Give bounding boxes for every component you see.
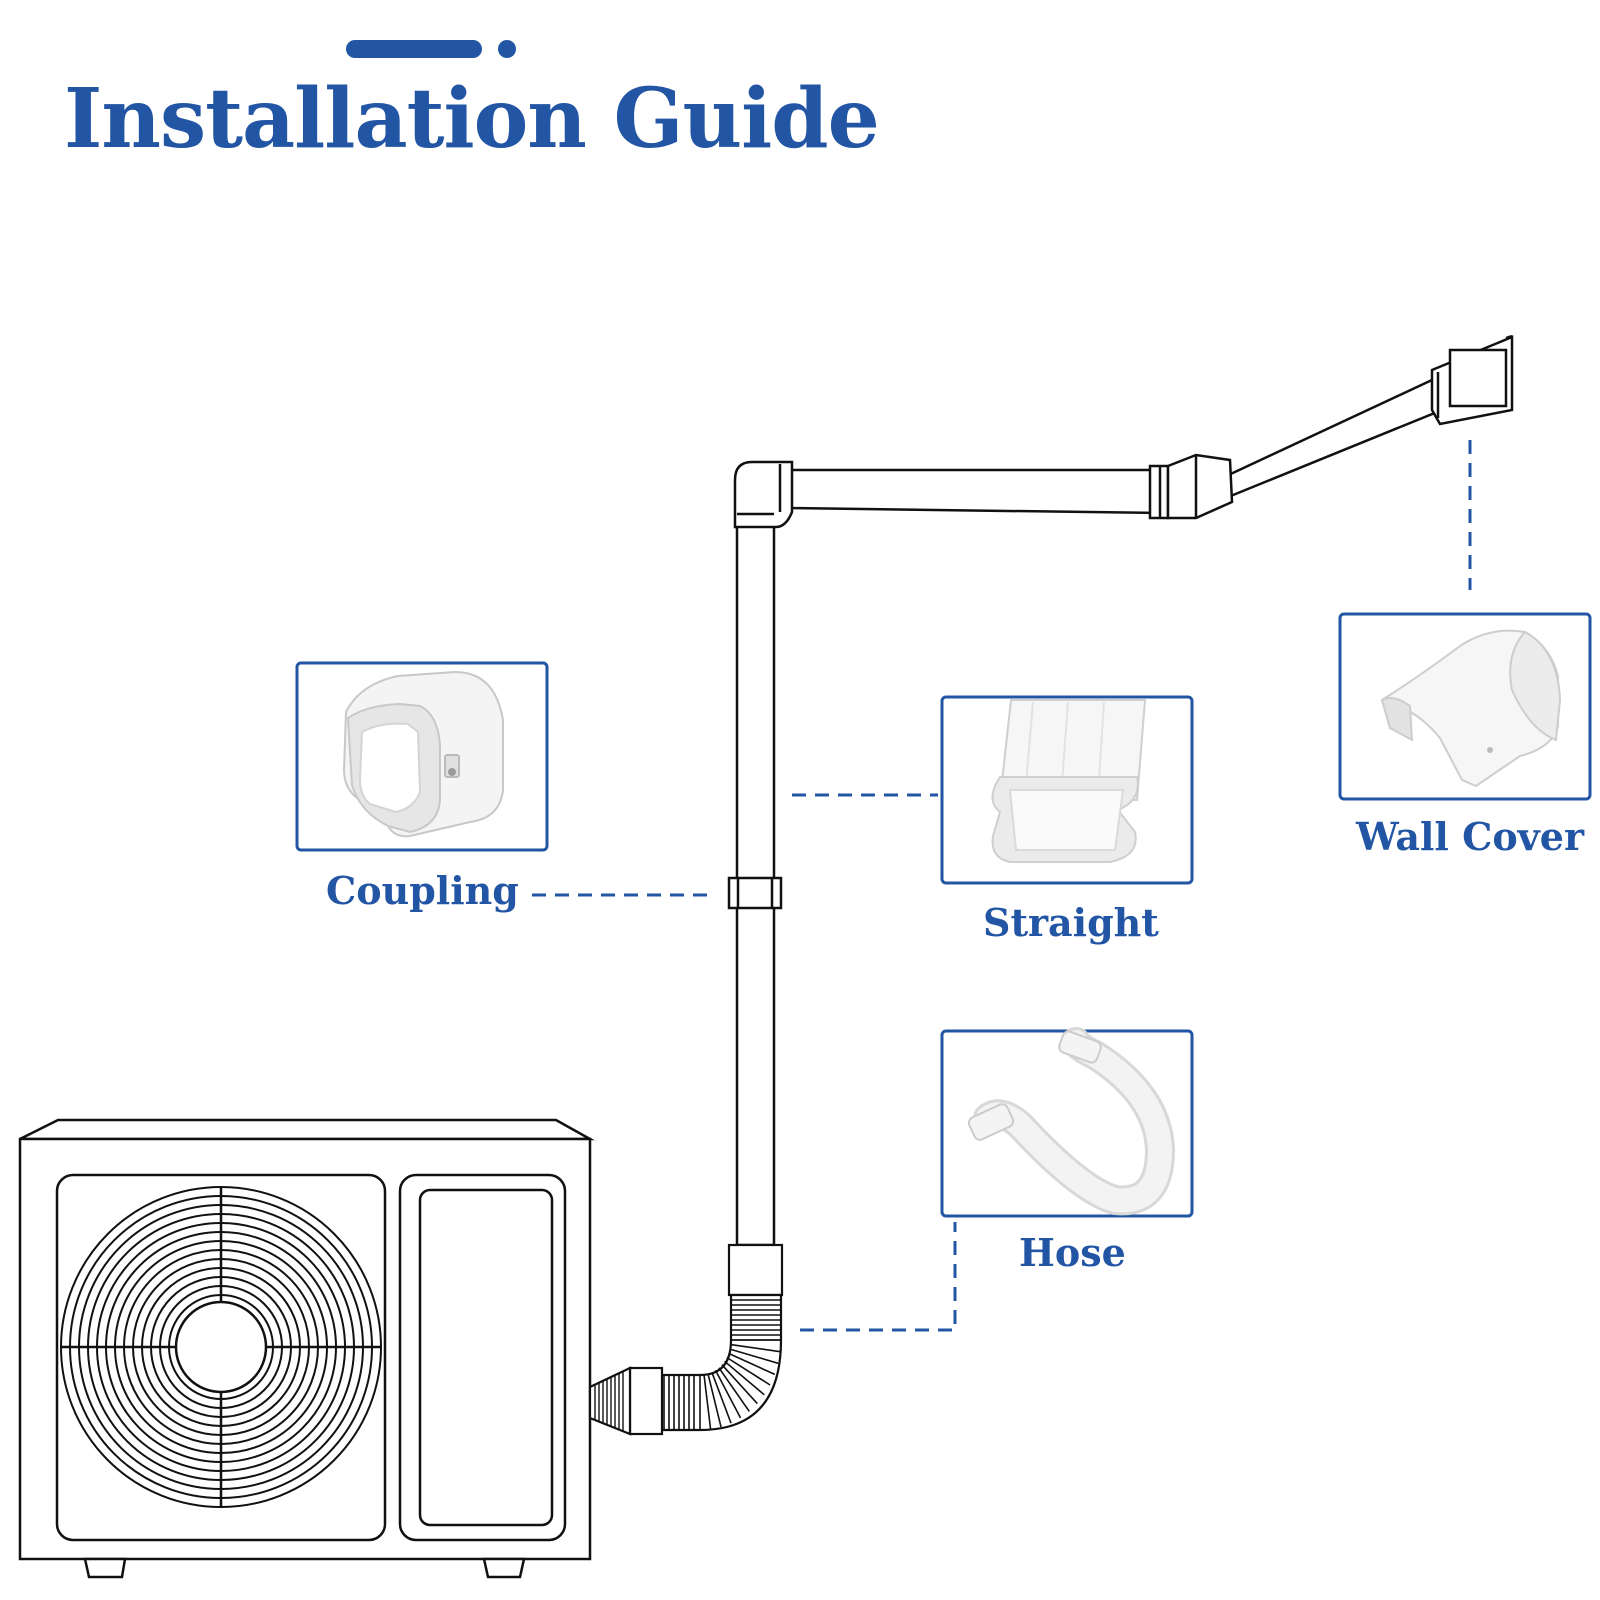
title-accent-dot <box>498 40 516 58</box>
flexible-hose <box>588 1243 784 1436</box>
fan-grille <box>60 1186 382 1508</box>
coupling-thumbnail <box>295 661 549 852</box>
hose-leader-line <box>800 1222 957 1332</box>
hose-rib <box>703 1374 712 1430</box>
page-title: Installation Guide <box>64 71 880 167</box>
straight-thumbnail <box>940 695 1194 885</box>
title-accent-bar <box>346 40 482 58</box>
corner-fitting <box>1148 453 1234 520</box>
hose-rib <box>718 1367 750 1412</box>
hose-rib <box>730 1343 781 1353</box>
duct-coupling-icon <box>342 670 504 838</box>
coupling-joint <box>727 876 783 910</box>
wall-cover-icon <box>1380 629 1562 788</box>
hose-thumbnail <box>940 1027 1194 1218</box>
elbow-fitting <box>733 460 794 529</box>
wall-cover-thumbnail <box>1338 612 1592 801</box>
hose-rib <box>729 1348 779 1365</box>
hose-label: Hose <box>1019 1230 1126 1275</box>
flexible-hose-icon <box>967 1027 1176 1216</box>
leader-lines <box>532 440 1472 1332</box>
hose-rib <box>714 1369 742 1419</box>
hose-rib <box>728 1352 776 1376</box>
hose-rib <box>721 1364 758 1405</box>
straight-duct-icon <box>991 699 1147 863</box>
hose-rib <box>726 1356 771 1386</box>
hose-rib <box>711 1372 732 1424</box>
coupling-label: Coupling <box>326 868 519 913</box>
hose-rib <box>724 1360 765 1396</box>
straight-label: Straight <box>983 900 1159 945</box>
wall-cover-label: Wall Cover <box>1356 814 1584 859</box>
hose-rib <box>707 1373 722 1428</box>
wall-cover-fitting <box>1430 334 1514 426</box>
